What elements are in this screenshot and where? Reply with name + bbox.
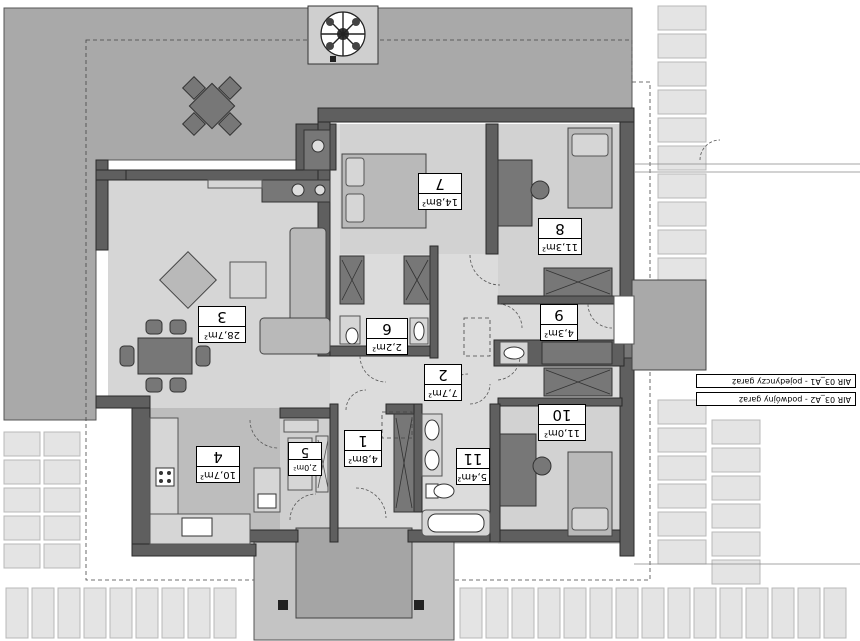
- room-label-7: 14,8m² 7: [418, 173, 462, 210]
- paving-left: [3, 431, 81, 569]
- room-area-5: 2,0m²: [293, 463, 317, 472]
- room-number-10: 10: [539, 405, 585, 425]
- dining-set: [119, 319, 211, 393]
- room-number-6: 6: [367, 319, 407, 339]
- sofa: [159, 227, 331, 355]
- room-area-6: 2,2m²: [372, 341, 402, 352]
- kitchen-counter: [149, 417, 281, 545]
- room-number-4: 4: [197, 447, 239, 467]
- bed-room-8: [497, 127, 613, 297]
- roof-outline: [85, 39, 651, 581]
- room-area-9: 4,3m²: [544, 327, 574, 338]
- room-label-11: 5,4m² 11: [456, 448, 490, 485]
- room-area-3: 28,7m²: [204, 329, 241, 340]
- room-number-2: 2: [425, 365, 461, 385]
- room-area-11: 5,4m²: [457, 471, 487, 482]
- room-number-9: 9: [541, 305, 577, 325]
- room-label-8: 11,3m² 8: [538, 218, 582, 255]
- room-area-8: 11,3m²: [542, 241, 579, 252]
- room-label-10: 11,0m² 10: [538, 404, 586, 441]
- room-label-4: 10,7m² 4: [196, 446, 240, 483]
- room-number-5: 5: [289, 443, 321, 460]
- legend-garage-double: AIR 03_A2 - podwójny garaż: [696, 392, 856, 406]
- bathroom-11: [421, 413, 491, 537]
- room-number-1: 1: [345, 431, 381, 451]
- room-number-8: 8: [539, 219, 581, 239]
- wc-room-6: [339, 315, 429, 345]
- room-area-4: 10,7m²: [200, 469, 237, 480]
- room-area-10: 11,0m²: [544, 427, 581, 438]
- room-area-2: 7,7m²: [428, 387, 458, 398]
- garage-outline: [613, 163, 860, 565]
- room-number-7: 7: [419, 174, 461, 194]
- room-label-6: 2,2m² 6: [366, 318, 408, 355]
- room-label-1: 4,8m² 1: [344, 430, 382, 467]
- fireplace: [207, 129, 331, 203]
- legend-garage-single: AIR 03_A1 - pojedynczy garaż: [696, 374, 856, 388]
- closet-9: [499, 341, 637, 397]
- paving-bottom: [5, 587, 847, 639]
- room-label-5: 2,0m² 5: [288, 442, 322, 476]
- porch: [253, 527, 455, 641]
- room-label-2: 7,7m² 2: [424, 364, 462, 401]
- tree-icon: [307, 5, 379, 65]
- bed-room-7: [339, 153, 431, 305]
- room-area-7: 14,8m²: [422, 196, 459, 207]
- room-area-1: 4,8m²: [348, 453, 378, 464]
- bed-room-10: [499, 433, 613, 537]
- room-label-3: 28,7m² 3: [198, 306, 246, 343]
- garden-table-icon: [181, 75, 243, 137]
- room-label-9: 4,3m² 9: [540, 304, 578, 341]
- room-number-11: 11: [457, 449, 489, 469]
- doors: [249, 139, 721, 521]
- room-number-3: 3: [199, 307, 245, 327]
